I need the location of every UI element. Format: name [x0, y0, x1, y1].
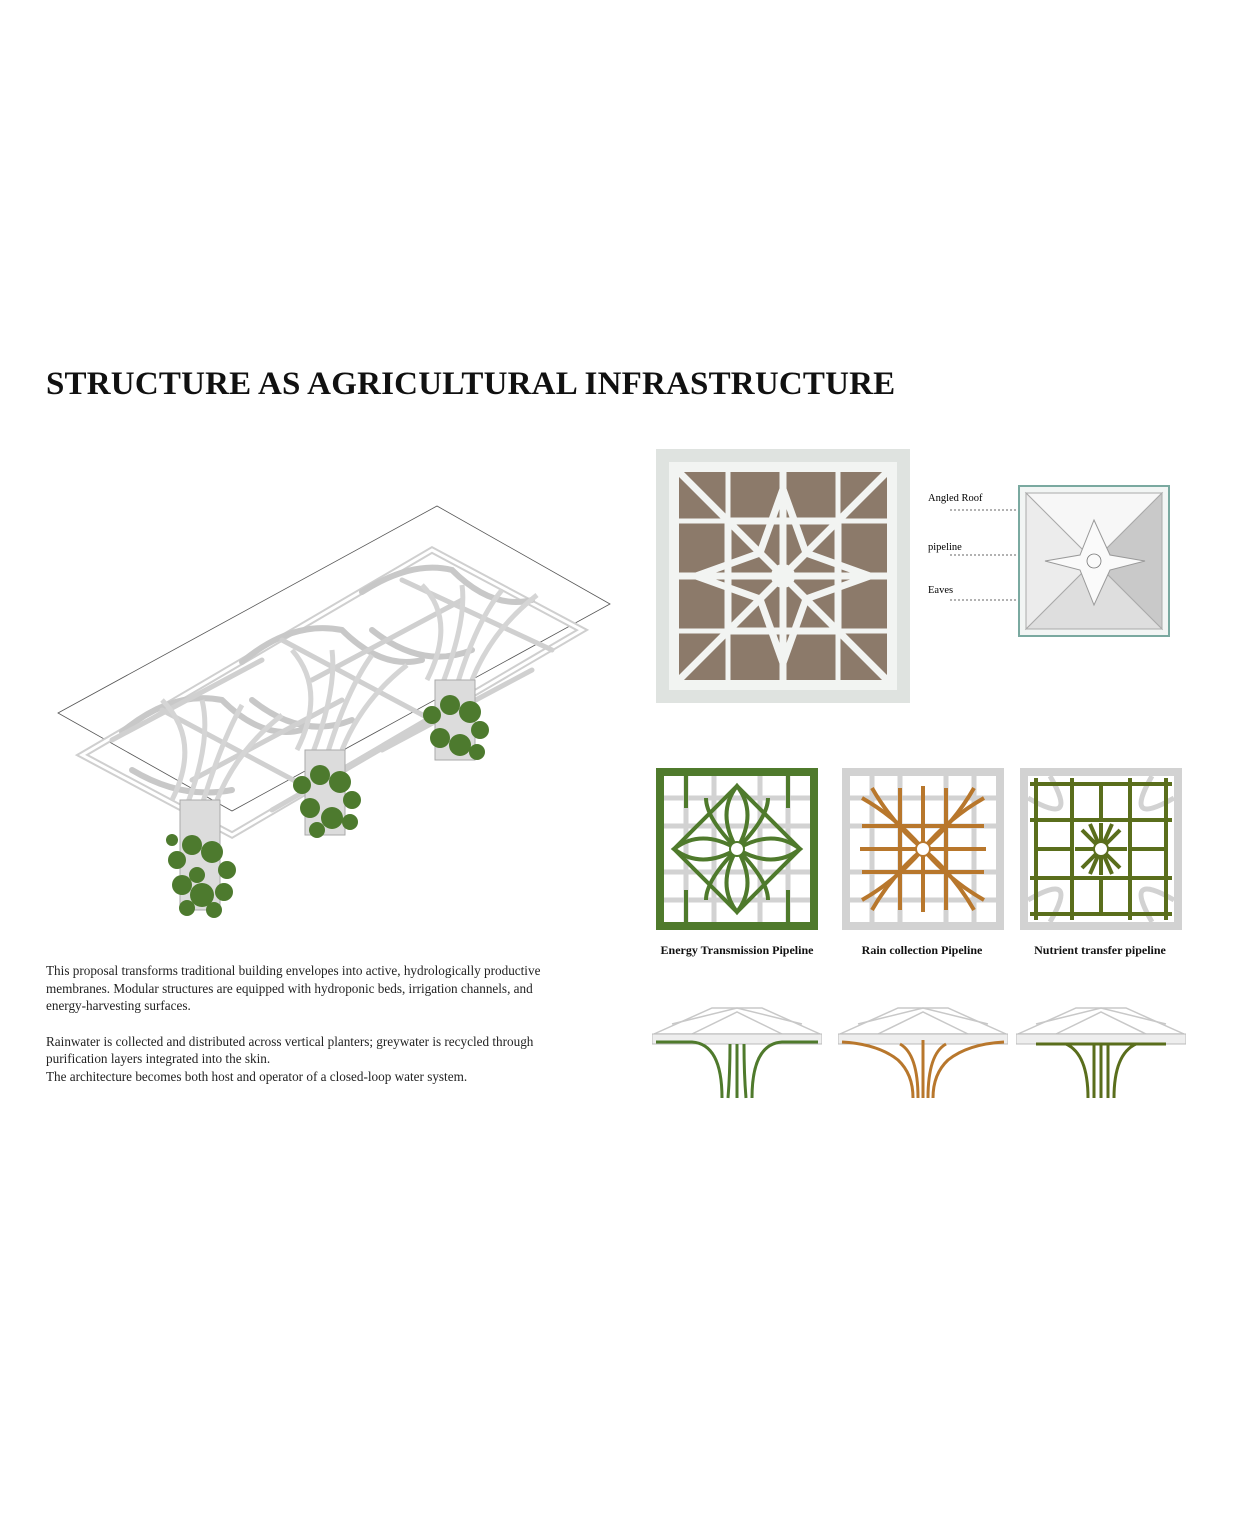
energy-column-pipes [656, 1040, 818, 1099]
caption-rain-pipeline: Rain collection Pipeline [861, 943, 983, 957]
label-eaves: Eaves [928, 585, 953, 596]
section-rain-column [838, 1007, 1008, 1099]
nutrient-column-pipes [1036, 1042, 1166, 1099]
roof-plane-outline [57, 505, 611, 812]
description-paragraph-2: Rainwater is collected and distributed a… [46, 1033, 556, 1086]
column-3 [420, 583, 539, 761]
caption-energy-pipeline: Energy Transmission Pipeline [660, 943, 814, 957]
page-title: STRUCTURE AS AGRICULTURAL INFRASTRUCTURE [46, 366, 896, 402]
model-photo [656, 449, 910, 703]
description-paragraph-1: This proposal transforms traditional bui… [46, 963, 541, 1013]
label-pipeline: pipeline [928, 542, 962, 553]
foliage-column-2 [293, 765, 361, 838]
energy-pipeline-lines [656, 768, 818, 930]
description-line-closed-loop: The architecture becomes both host and o… [46, 1068, 468, 1084]
pipeline-plan-energy [656, 768, 818, 930]
column-2 [290, 648, 409, 838]
nutrient-pipeline-lines [1030, 778, 1172, 920]
rain-column-pipes [841, 1040, 1005, 1099]
roof-section-diagram: Angled Roof pipeline Eaves [928, 485, 1170, 637]
section-energy-column [652, 1007, 822, 1099]
caption-nutrient-pipeline: Nutrient transfer pipeline [1034, 943, 1166, 957]
label-angled-roof: Angled Roof [928, 493, 983, 504]
description-line-rainwater: Rainwater is collected and distributed a… [46, 1033, 534, 1067]
foliage-column-3 [423, 695, 489, 760]
pipeline-plan-nutrient [1020, 768, 1182, 930]
isometric-structure-drawing [57, 505, 611, 918]
description-text: This proposal transforms traditional bui… [46, 962, 556, 1085]
pipeline-plan-rain [842, 768, 1004, 930]
foliage-column-1 [166, 834, 236, 918]
section-nutrient-column [1016, 1007, 1186, 1099]
roof-plan [1018, 485, 1170, 637]
column-1 [160, 698, 284, 918]
